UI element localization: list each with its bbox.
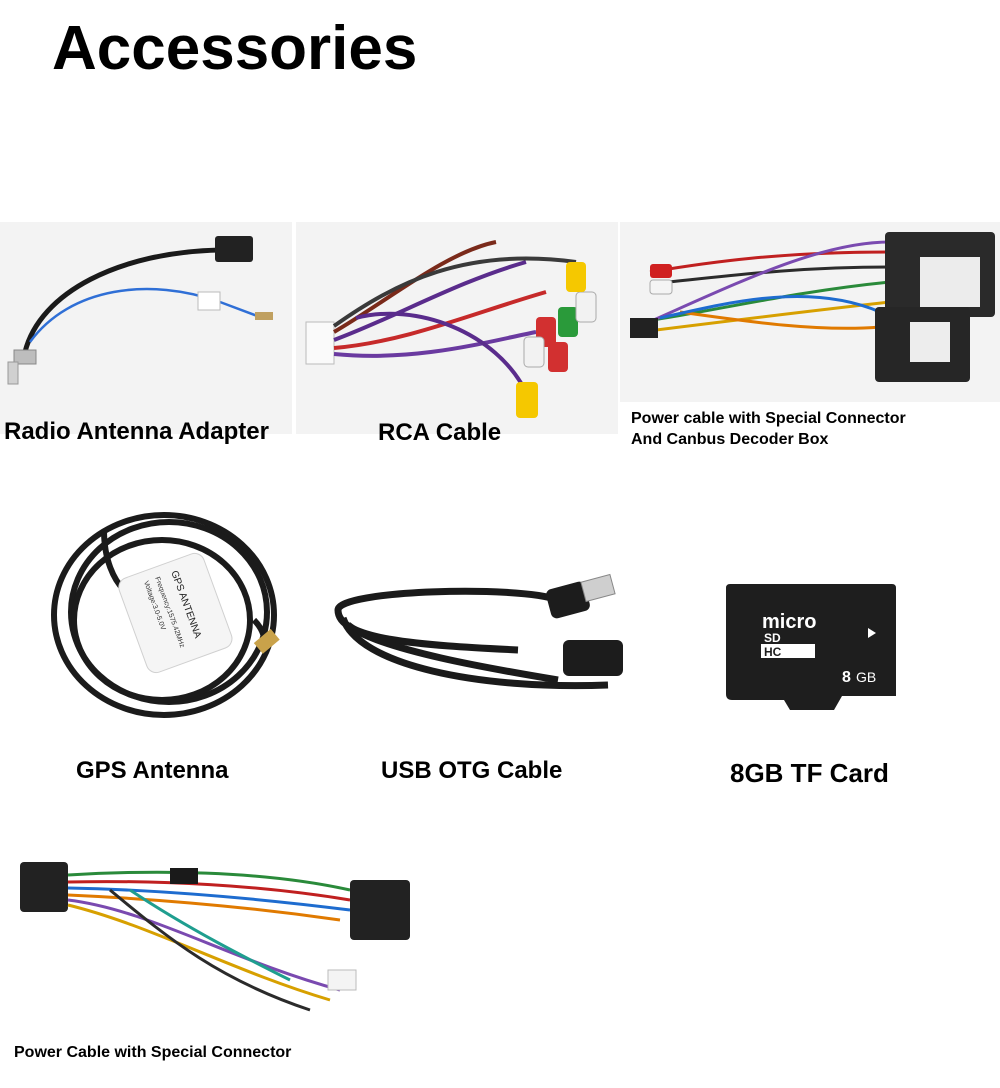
gps-antenna-caption: GPS Antenna [76, 757, 229, 784]
tf-card-caption: 8GB TF Card [730, 758, 889, 788]
power-cable-canbus-caption-line1: Power cable with Special Connector [631, 410, 906, 427]
card-brand-top: micro [762, 611, 816, 633]
radio-antenna-adapter-caption: Radio Antenna Adapter [4, 418, 269, 445]
power-cable-special-connector-photo [10, 850, 430, 1040]
card-capacity-unit: GB [856, 669, 876, 685]
tf-card: micro SD HC 8 GB [724, 584, 896, 714]
power-cable-special-connector-caption: Power Cable with Special Connector [14, 1044, 292, 1061]
play-arrow-icon [868, 628, 876, 638]
rca-cable-caption: RCA Cable [378, 419, 502, 446]
power-cable-canbus-caption-line2: And Canbus Decoder Box [631, 431, 829, 448]
power-cable-canbus-photo [620, 222, 1000, 402]
card-brand-sd: SD [764, 631, 781, 645]
usb-otg-cable-caption: USB OTG Cable [381, 757, 563, 784]
page-title: Accessories [52, 14, 418, 83]
gps-antenna-photo: GPS ANTENNA Frequency:1575.42MHz Voltage… [44, 500, 296, 722]
card-capacity-num: 8 [842, 669, 851, 686]
usb-otg-cable-photo [318, 570, 628, 710]
radio-antenna-adapter-photo [0, 222, 292, 434]
rca-cable-photo [296, 222, 618, 434]
card-brand-hc: HC [764, 645, 782, 659]
